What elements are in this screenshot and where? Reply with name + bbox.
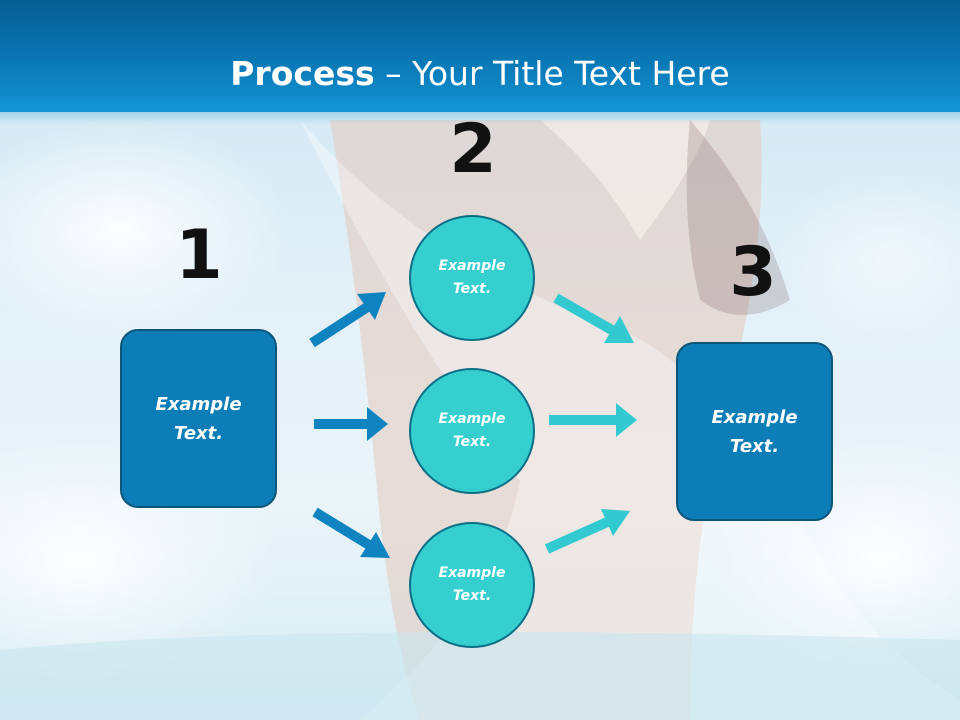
left-box-line2: Text. bbox=[173, 422, 224, 444]
left-box-line1: Example bbox=[155, 393, 242, 415]
circle-bottom-line1: Example bbox=[438, 565, 506, 581]
step-number-3: 3 bbox=[729, 233, 777, 312]
circle-top-line1: Example bbox=[438, 258, 506, 274]
circle-top-line2: Text. bbox=[452, 281, 492, 297]
title-bar bbox=[0, 0, 960, 112]
title-bar-fade bbox=[0, 100, 960, 124]
circle-middle-line2: Text. bbox=[452, 434, 492, 450]
process-circle-middle[interactable]: Example Text. bbox=[409, 368, 535, 494]
arrow-left-to-top bbox=[309, 292, 386, 348]
arrow-bottom-to-right bbox=[544, 509, 630, 554]
process-circle-bottom[interactable]: Example Text. bbox=[409, 522, 535, 648]
arrow-left-to-bottom bbox=[312, 507, 390, 558]
title-rest: – Your Title Text Here bbox=[374, 54, 730, 93]
circle-middle-line1: Example bbox=[438, 411, 506, 427]
left-process-box[interactable]: Example Text. bbox=[120, 329, 277, 508]
arrow-top-to-right bbox=[553, 293, 634, 343]
title-bold: Process bbox=[230, 54, 375, 93]
right-box-line1: Example bbox=[711, 406, 798, 428]
arrow-middle-to-right bbox=[549, 403, 637, 437]
step-number-1: 1 bbox=[175, 216, 223, 295]
right-process-box[interactable]: Example Text. bbox=[676, 342, 833, 521]
right-box-line2: Text. bbox=[729, 435, 780, 457]
step-number-2: 2 bbox=[449, 110, 497, 189]
process-circle-top[interactable]: Example Text. bbox=[409, 215, 535, 341]
circle-bottom-line2: Text. bbox=[452, 588, 492, 604]
arrow-left-to-middle bbox=[314, 407, 388, 441]
slide-title[interactable]: Process – Your Title Text Here bbox=[0, 52, 960, 96]
